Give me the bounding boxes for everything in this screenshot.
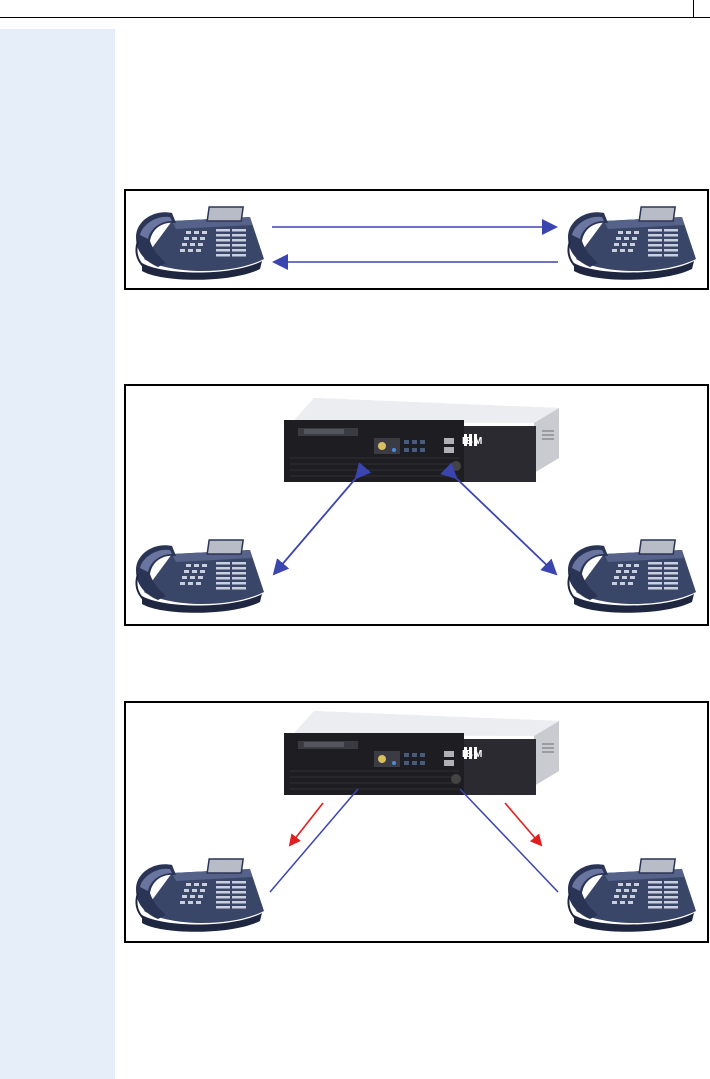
- phone-left-icon: [136, 859, 264, 932]
- page-margin-sidebar: [0, 29, 115, 1079]
- header-rule: [0, 17, 710, 18]
- phone-right-icon: [568, 207, 696, 280]
- diagram-direct-connection: [124, 189, 709, 290]
- phone-left-icon: [136, 540, 264, 613]
- phone-right-icon: [568, 540, 696, 613]
- diagram-via-server: [124, 384, 709, 626]
- header-tick: [693, 0, 694, 17]
- server-icon: [284, 398, 559, 482]
- phone-left-icon: [136, 207, 264, 280]
- signal-arrow-left: [290, 803, 323, 845]
- diagram-server-signaling: [124, 701, 709, 943]
- server-icon: [284, 711, 559, 795]
- link-server-to-right-phone: [460, 789, 558, 892]
- signal-arrow-right: [505, 803, 541, 845]
- link-server-to-left-phone: [270, 789, 358, 892]
- phone-right-icon: [568, 859, 696, 932]
- link-server-to-left-phone: [274, 478, 356, 574]
- link-server-to-right-phone: [456, 478, 556, 574]
